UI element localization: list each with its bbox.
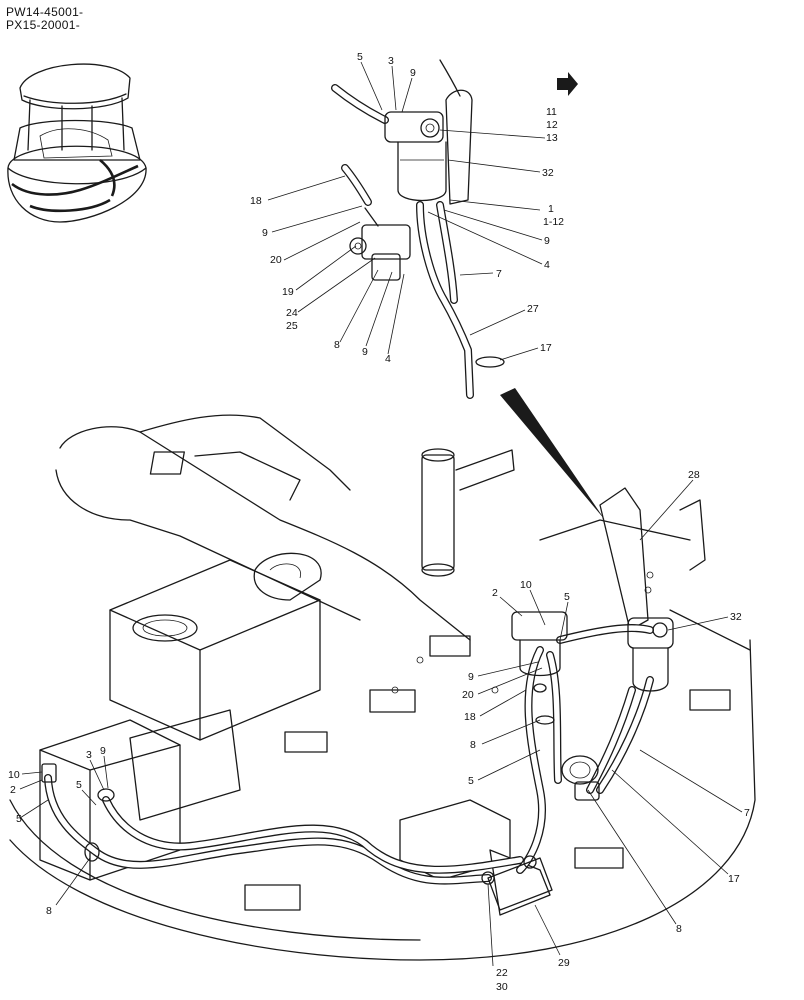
serial-number-range-1: PW14-45001- [6, 5, 84, 19]
callout-leader-lines [19, 61, 743, 967]
machine-chassis-view [9, 414, 756, 961]
callout: 8 [676, 923, 682, 935]
callout: 8 [46, 905, 52, 917]
callout: 29 [558, 957, 570, 969]
callout: 11 [546, 106, 557, 118]
callout: 7 [496, 268, 502, 280]
fuel-hose-routing [44, 624, 654, 885]
callout: 3 [86, 749, 92, 761]
callout: 25 [286, 320, 298, 332]
callout: 9 [410, 67, 416, 79]
fuel-filter-detail-view [331, 59, 505, 399]
callout: 4 [544, 259, 550, 271]
callout: 5 [76, 779, 82, 791]
callout: 32 [542, 167, 554, 179]
callout: 5 [16, 813, 22, 825]
callout: 19 [282, 286, 294, 298]
callout: 9 [100, 745, 106, 757]
callout: 28 [688, 469, 700, 481]
callout: 32 [730, 611, 742, 623]
callout: 5 [357, 51, 363, 63]
callout: 4 [385, 353, 391, 365]
callout: 1 [548, 203, 554, 215]
machine-locator-thumbnail [7, 63, 147, 223]
callout: 27 [527, 303, 539, 315]
callout: 24 [286, 307, 298, 319]
main-view-components [41, 611, 674, 911]
callout: 22 [496, 967, 508, 979]
callout: 5 [564, 591, 570, 603]
detail-pointer-arrow [500, 388, 605, 520]
callout: 13 [546, 132, 558, 144]
callout: 8 [470, 739, 476, 751]
direction-arrow-icon [557, 72, 578, 96]
callout: 9 [468, 671, 474, 683]
callout: 2 [10, 784, 16, 796]
callout: 10 [8, 769, 20, 781]
callout: 10 [520, 579, 532, 591]
callout: 18 [250, 195, 262, 207]
callout: 1-12 [543, 216, 564, 228]
callout: 7 [744, 807, 750, 819]
serial-number-range-2: PX15-20001- [6, 18, 81, 32]
callout: 20 [462, 689, 474, 701]
callout: 9 [544, 235, 550, 247]
bottom-callouts: 28 10 2 5 32 9 20 18 8 5 7 17 8 10 2 5 3… [8, 469, 750, 993]
callout: 12 [546, 119, 558, 131]
callout: 3 [388, 55, 394, 67]
top-callouts: 5 3 9 11 12 13 32 1 1-12 9 4 18 9 20 19 … [250, 51, 564, 365]
callout: 2 [492, 587, 498, 599]
callout: 17 [728, 873, 740, 885]
callout: 17 [540, 342, 552, 354]
callout: 18 [464, 711, 476, 723]
callout: 9 [262, 227, 268, 239]
callout: 20 [270, 254, 282, 266]
callout: 9 [362, 346, 368, 358]
callout: 5 [468, 775, 474, 787]
callout: 30 [496, 981, 508, 993]
callout: 8 [334, 339, 340, 351]
